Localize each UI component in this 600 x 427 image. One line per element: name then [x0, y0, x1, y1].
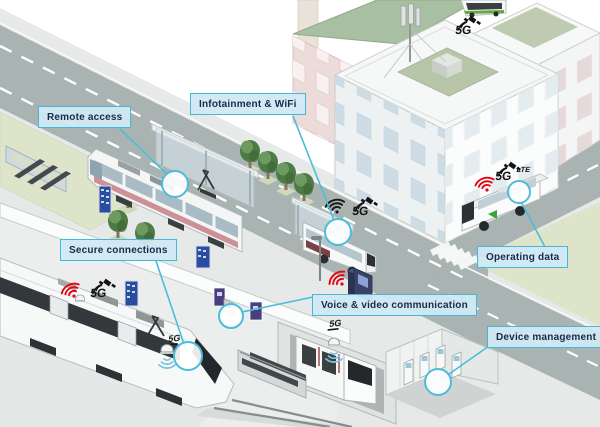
connection-point-bus [324, 218, 352, 246]
green-roof [292, 0, 480, 45]
label-remote-access: Remote access [38, 106, 132, 128]
lte-icon [515, 165, 532, 174]
leader-infotainment [292, 115, 339, 231]
connection-point-shuttle [507, 180, 531, 204]
departure-board [98, 185, 112, 214]
train-pantograph [145, 315, 166, 348]
leader-secure-connections [155, 260, 188, 354]
tram-pantograph [197, 169, 216, 199]
green-arrow [488, 210, 497, 219]
mini-bus [460, 0, 507, 18]
label-operating-data: Operating data [477, 246, 569, 268]
platform-canopy [0, 202, 351, 345]
departure-board [195, 245, 211, 269]
connection-point-train [173, 341, 203, 371]
leader-remote-access [119, 128, 176, 183]
label-device-management: Device management [487, 326, 600, 348]
lane-marking [0, 44, 471, 283]
leader-voice-video [241, 296, 314, 313]
label-secure-connections: Secure connections [60, 239, 177, 261]
label-voice-video: Voice & video communication [312, 294, 477, 316]
zebra-crossing [430, 241, 479, 270]
rooftop-cube [432, 53, 462, 78]
connection-point-tram [161, 170, 189, 198]
fare-gates [403, 344, 462, 386]
metro-tram [295, 335, 377, 405]
connection-point-fare-gates [424, 368, 452, 396]
ticket-machine [348, 267, 373, 303]
train-tracks [196, 398, 353, 427]
label-infotainment-wifi: Infotainment & WiFi [190, 93, 306, 115]
leader-device-management [441, 345, 490, 380]
street-lamp [311, 236, 322, 281]
escalator-street [5, 145, 71, 193]
underpass [277, 321, 397, 425]
tram-stop [151, 123, 259, 209]
leader-operating-data [519, 199, 546, 248]
escalator-underpass [237, 349, 307, 399]
departure-board [124, 280, 139, 307]
callout-leaders [119, 115, 546, 396]
commuter-train [0, 257, 235, 409]
connection-point-help-point [218, 303, 244, 329]
hanging-signs [213, 287, 263, 321]
fare-gate-room [385, 328, 499, 418]
cell-mast-icon [383, 3, 447, 81]
